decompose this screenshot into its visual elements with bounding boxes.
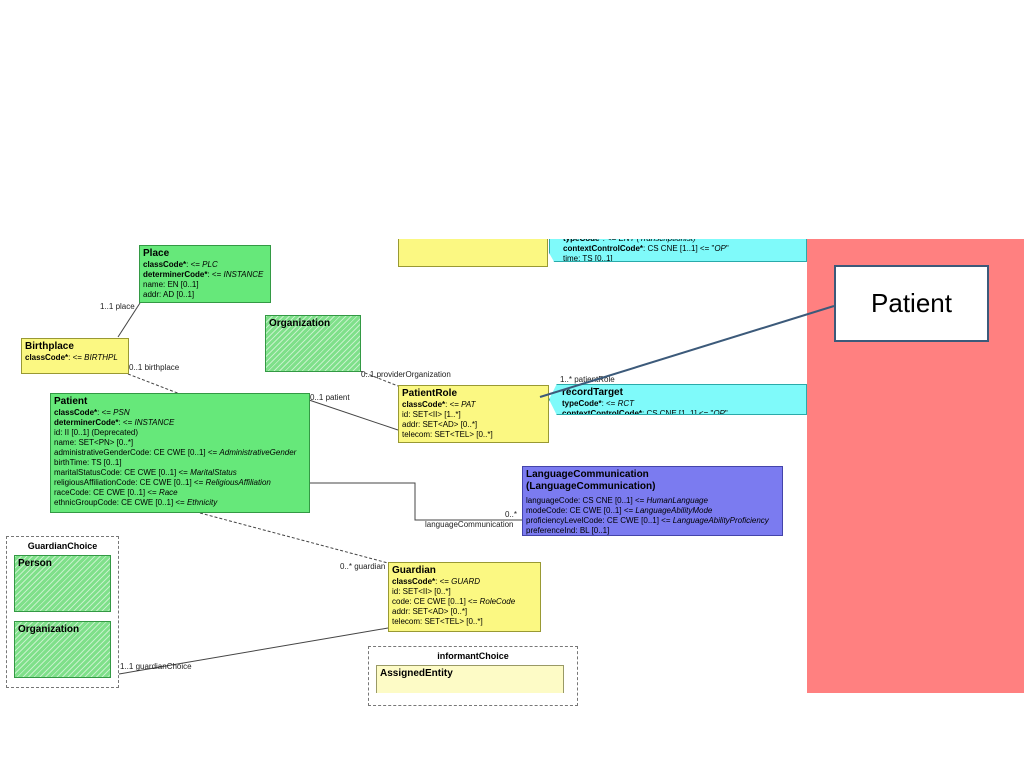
languagecommunication-class-box: LanguageCommunication (LanguageCommunica… (522, 466, 783, 536)
attribute-line: addr: SET<AD> [0..*] (392, 607, 468, 616)
attribute-line: classCode*: <= GUARD (392, 577, 481, 586)
organization-title: Organization (269, 318, 331, 329)
edge-label-patient: 0..1 patient (310, 393, 350, 402)
attribute-line: addr: AD [0..1] (143, 290, 195, 299)
attribute-line: languageCode: CS CNE [0..1] <= HumanLang… (526, 496, 708, 505)
attribute-line: typeCode*: <= ENT (Transcriptionist) (563, 239, 803, 244)
attribute-line: classCode*: <= BIRTHPL (25, 353, 118, 362)
assignedentity-title: AssignedEntity (380, 668, 453, 679)
attribute-line: name: EN [0..1] (143, 280, 199, 289)
patient-title: Patient (54, 396, 88, 407)
edge-label-langcomm-mult: 0..* (505, 510, 518, 519)
attribute-line: id: SET<II> [0..*] (392, 587, 451, 596)
person-class-box: Person (14, 555, 111, 612)
attribute-line: classCode*: <= PLC (143, 260, 218, 269)
edge-label-guardianchoice: 1..1 guardianChoice (120, 662, 192, 671)
attribute-line: modeCode: CE CWE [0..1] <= LanguageAbili… (526, 506, 713, 515)
top-yellow-class-box (398, 239, 548, 267)
edge-label-patientrole: 1..* patientRole (560, 375, 615, 384)
attribute-line: contextControlCode*: CS CNE [1..1] <= "O… (563, 244, 729, 253)
informantchoice-title: informantChoice (437, 651, 509, 661)
birthplace-class-box: Birthplace classCode*: <= BIRTHPL (21, 338, 129, 374)
organization-class-box: Organization (265, 315, 361, 372)
callout-text: Patient (871, 288, 952, 318)
attribute-line: telecom: SET<TEL> [0..*] (402, 430, 493, 439)
attribute-line: time: TS [0..1] (563, 254, 613, 262)
edge-label-place: 1..1 place (100, 302, 135, 311)
attribute-line: classCode*: <= PAT (402, 400, 476, 409)
attribute-line: raceCode: CE CWE [0..1] <= Race (54, 488, 178, 497)
attribute-line: determinerCode*: <= INSTANCE (54, 418, 175, 427)
attribute-line: preferenceInd: BL [0..1] (526, 526, 610, 535)
guardian-title: Guardian (392, 565, 436, 576)
person-title: Person (18, 558, 52, 569)
attribute-line: maritalStatusCode: CE CWE [0..1] <= Mari… (54, 468, 237, 477)
recordtarget-title: recordTarget (562, 387, 623, 398)
attribute-line: contextControlCode*: CS CNE [1..1] <= "O… (562, 409, 728, 415)
top-association-attributes: typeCode*: <= ENT (Transcriptionist)cont… (553, 239, 803, 262)
assignedentity-class-box: AssignedEntity (376, 665, 564, 693)
attribute-line: ethnicGroupCode: CE CWE [0..1] <= Ethnic… (54, 498, 218, 507)
attribute-line: typeCode*: <= RCT (562, 399, 635, 408)
languagecommunication-title: LanguageCommunication (526, 469, 649, 480)
edge-label-birthplace: 0..1 birthplace (129, 363, 180, 372)
attribute-line: proficiencyLevelCode: CE CWE [0..1] <= L… (526, 516, 769, 525)
attribute-line: religiousAffiliationCode: CE CWE [0..1] … (54, 478, 271, 487)
attribute-line: administrativeGenderCode: CE CWE [0..1] … (54, 448, 297, 457)
guardian-organization-class-box: Organization (14, 621, 111, 678)
birthplace-title: Birthplace (25, 341, 74, 352)
attribute-line: name: SET<PN> [0..*] (54, 438, 134, 447)
patientrole-title: PatientRole (402, 388, 458, 399)
languagecommunication-attributes: languageCode: CS CNE [0..1] <= HumanLang… (526, 496, 779, 535)
place-title: Place (143, 248, 170, 259)
top-association-box: typeCode*: <= ENT (Transcriptionist)cont… (549, 239, 807, 262)
informantchoice-frame (368, 646, 578, 706)
edge-label-provider: 0..1 providerOrganization (361, 370, 451, 379)
edge-label-langcomm: languageCommunication (425, 520, 514, 529)
attribute-line: determinerCode*: <= INSTANCE (143, 270, 264, 279)
guardian-organization-title: Organization (18, 624, 80, 635)
attribute-line: addr: SET<AD> [0..*] (402, 420, 478, 429)
attribute-line: telecom: SET<TEL> [0..*] (392, 617, 483, 626)
attribute-line: id: SET<II> [1..*] (402, 410, 461, 419)
guardianchoice-frame (6, 536, 119, 688)
attribute-line: code: CE CWE [0..1] <= RoleCode (392, 597, 516, 606)
attribute-line: classCode*: <= PSN (54, 408, 130, 417)
patient-callout: Patient (834, 265, 989, 342)
attribute-line: id: II [0..1] (Deprecated) (54, 428, 139, 437)
guardianchoice-title: GuardianChoice (27, 541, 98, 551)
birthplace-attributes: classCode*: <= BIRTHPL (25, 353, 125, 363)
edge-label-guardian: 0..* guardian (340, 562, 386, 571)
attribute-line: birthTime: TS [0..1] (54, 458, 122, 467)
languagecommunication-subtitle: (LanguageCommunication) (526, 481, 656, 492)
